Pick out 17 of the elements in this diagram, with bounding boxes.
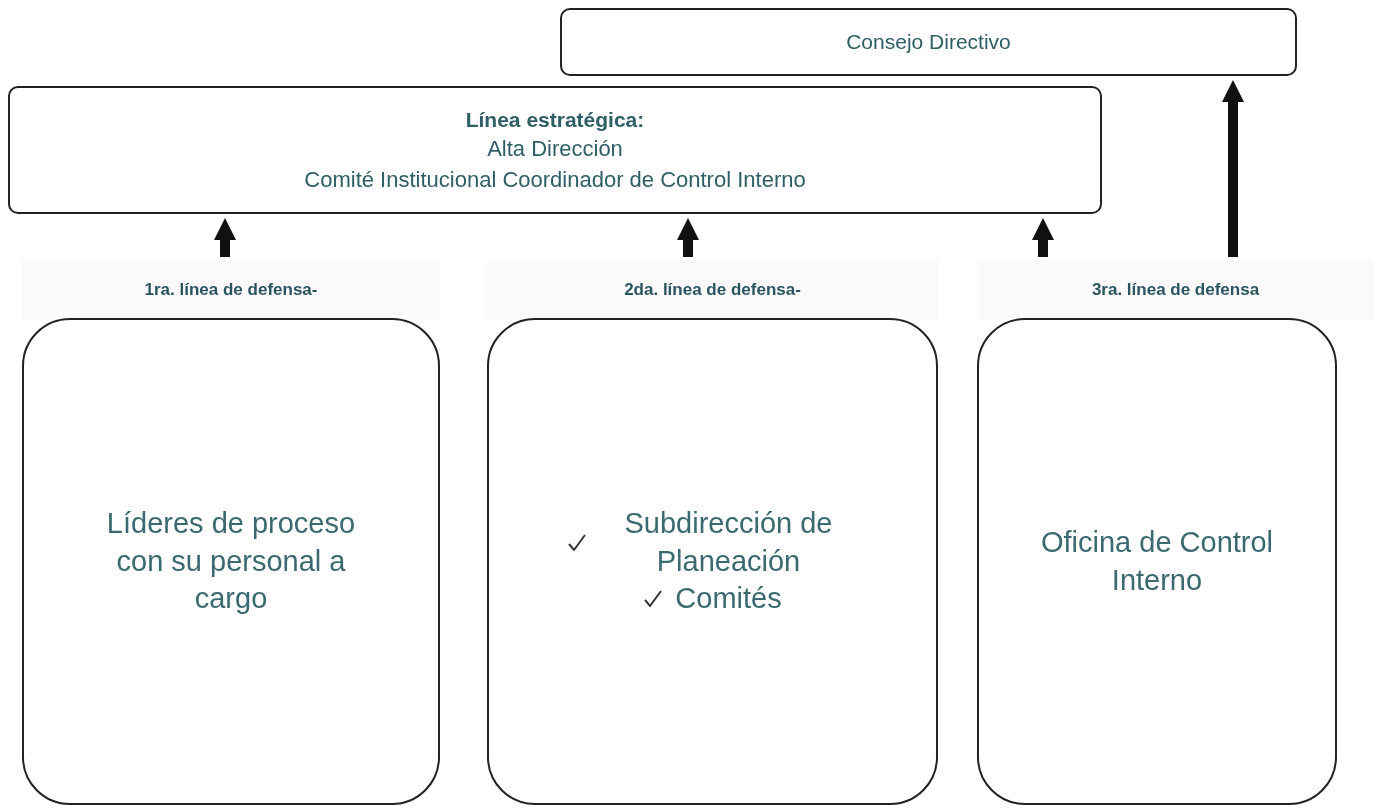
line-heading: 1ra. línea de defensa-	[22, 260, 440, 320]
line-heading: 3ra. línea de defensa	[977, 260, 1374, 320]
box-heading: Línea estratégica:	[465, 106, 645, 133]
arrow	[1032, 218, 1054, 257]
line-heading: 2da. línea de defensa-	[487, 260, 938, 320]
arrow	[214, 218, 236, 257]
box-text: Oficina de Control Interno	[1039, 524, 1275, 598]
box-text: Subdirección de Planeación	[623, 505, 834, 579]
box-text: Alta Dirección	[487, 134, 623, 163]
box-text: Líderes de proceso con su personal a cargo	[105, 505, 357, 617]
arrow	[677, 218, 699, 257]
strategy-box	[8, 86, 1102, 214]
header-box	[560, 8, 1297, 76]
box-text: Comités	[675, 581, 782, 617]
arrow	[1222, 80, 1244, 257]
box-text: Comité Institucional Coordinador de Control Interno	[304, 165, 806, 194]
box-text: Consejo Directivo	[846, 29, 1011, 56]
